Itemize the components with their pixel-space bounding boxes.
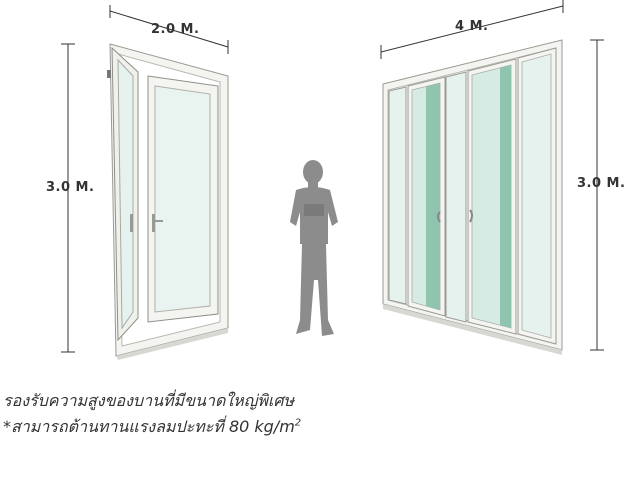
casement-door <box>107 43 229 360</box>
left-width-label: 2.0 M. <box>151 22 200 37</box>
caption-line-2: *สามารถต้านทานแรงลมปะทะที่ 80 kg/m2 <box>3 415 301 440</box>
right-height-label: 3.0 M. <box>577 176 626 191</box>
left-height-label: 3.0 M. <box>46 180 95 195</box>
human-silhouette <box>290 160 338 336</box>
caption-line-2-superscript: 2 <box>294 417 302 429</box>
right-width-label: 4 M. <box>455 19 489 34</box>
right-width-dimension-line <box>380 5 564 53</box>
left-width-dimension-line <box>109 10 229 48</box>
caption-line-1: รองรับความสูงของบานที่มีขนาดใหญ่พิเศษ <box>3 391 295 410</box>
caption-line-2-text: *สามารถต้านทานแรงลมปะทะที่ 80 kg/m <box>3 417 295 436</box>
sliding-door <box>382 39 563 355</box>
